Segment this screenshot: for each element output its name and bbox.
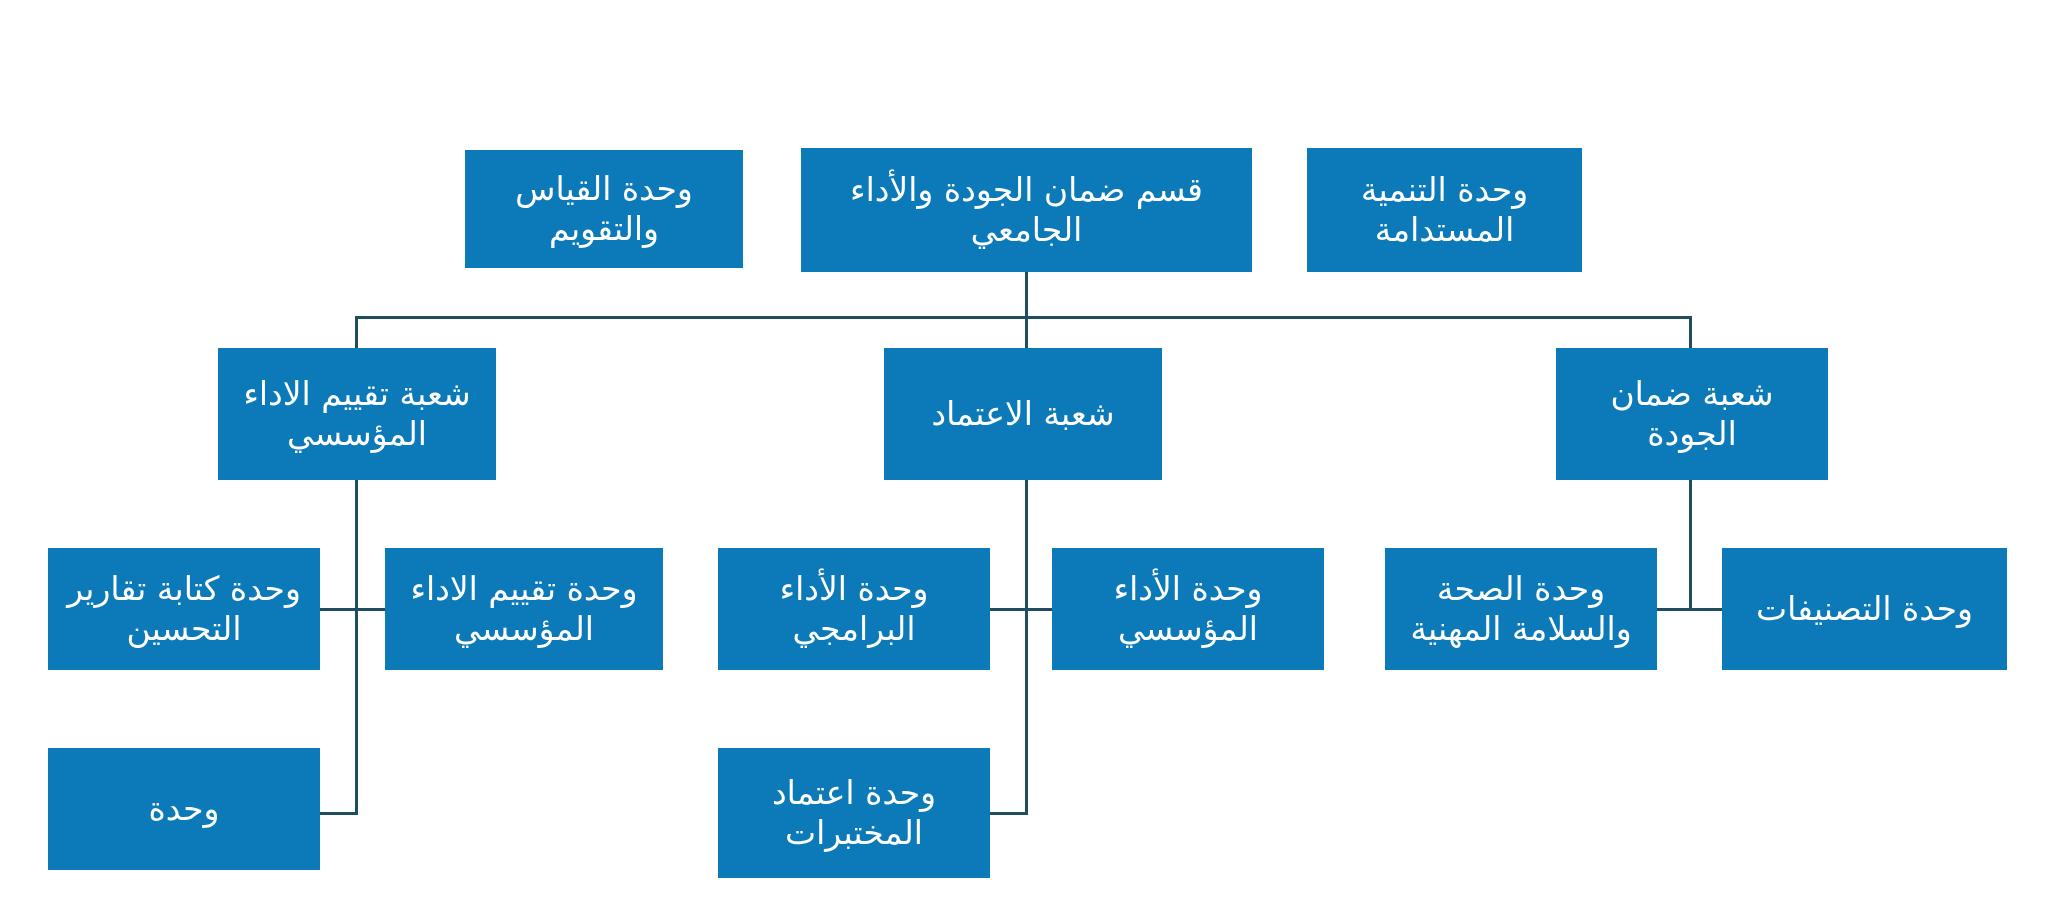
connector-eval-branch-trunk <box>355 480 358 815</box>
connector-eval-to-eval-unit <box>355 608 387 611</box>
node-programmatic-performance-unit[interactable]: وحدة الأداء البرامجي <box>718 548 990 670</box>
node-label: شعبة الاعتماد <box>931 393 1115 433</box>
connector-eval-to-improvement-reports <box>320 608 358 611</box>
connector-drop-quality-division <box>1689 316 1692 350</box>
connector-quality-to-rankings <box>1689 608 1725 611</box>
node-improvement-reports-unit[interactable]: وحدة كتابة تقارير التحسين <box>48 548 320 670</box>
node-quality-assurance-department[interactable]: قسم ضمان الجودة والأداء الجامعي <box>801 148 1252 272</box>
connector-quality-branch-trunk <box>1689 480 1692 611</box>
node-laboratory-accreditation-unit[interactable]: وحدة اعتماد المختبرات <box>718 748 990 878</box>
node-label: وحدة اعتماد المختبرات <box>771 772 937 852</box>
node-label: وحدة <box>148 788 220 828</box>
node-measurement-evaluation-unit[interactable]: وحدة القياس والتقويم <box>465 150 743 268</box>
connector-division-bus <box>355 316 1692 319</box>
connector-accreditation-to-programmatic <box>990 608 1028 611</box>
node-label: وحدة الصحة والسلامة المهنية <box>1410 568 1632 648</box>
node-sustainable-development-unit[interactable]: وحدة التنمية المستدامة <box>1307 148 1582 272</box>
node-label: وحدة القياس والتقويم <box>515 168 693 248</box>
node-label: وحدة الأداء البرامجي <box>779 568 929 648</box>
node-accreditation-division[interactable]: شعبة الاعتماد <box>884 348 1162 480</box>
node-label: وحدة التصنيفات <box>1756 588 1973 628</box>
connector-eval-to-generic-unit <box>320 812 358 815</box>
node-label: قسم ضمان الجودة والأداء الجامعي <box>850 169 1203 249</box>
node-institutional-performance-eval-division[interactable]: شعبة تقييم الاداء المؤسسي <box>218 348 496 480</box>
connector-quality-to-health-safety <box>1657 608 1692 611</box>
node-occupational-health-safety-unit[interactable]: وحدة الصحة والسلامة المهنية <box>1385 548 1657 670</box>
connector-drop-accreditation-division <box>1025 316 1028 350</box>
node-label: وحدة التنمية المستدامة <box>1360 169 1529 249</box>
node-label: وحدة كتابة تقارير التحسين <box>67 568 301 648</box>
node-quality-assurance-division[interactable]: شعبة ضمان الجودة <box>1556 348 1828 480</box>
node-label: وحدة الأداء المؤسسي <box>1113 568 1263 648</box>
node-generic-unit[interactable]: وحدة <box>48 748 320 870</box>
node-rankings-unit[interactable]: وحدة التصنيفات <box>1722 548 2007 670</box>
node-label: وحدة تقييم الاداء المؤسسي <box>410 568 638 648</box>
node-institutional-performance-unit[interactable]: وحدة الأداء المؤسسي <box>1052 548 1324 670</box>
connector-root-trunk <box>1025 272 1028 318</box>
node-label: شعبة تقييم الاداء المؤسسي <box>243 373 471 453</box>
connector-accreditation-to-institutional <box>1025 608 1055 611</box>
connector-accreditation-branch-trunk <box>1025 480 1028 815</box>
node-institutional-performance-eval-unit[interactable]: وحدة تقييم الاداء المؤسسي <box>385 548 663 670</box>
connector-drop-eval-division <box>355 316 358 350</box>
node-label: شعبة ضمان الجودة <box>1610 373 1774 453</box>
connector-accreditation-to-labs <box>990 812 1028 815</box>
